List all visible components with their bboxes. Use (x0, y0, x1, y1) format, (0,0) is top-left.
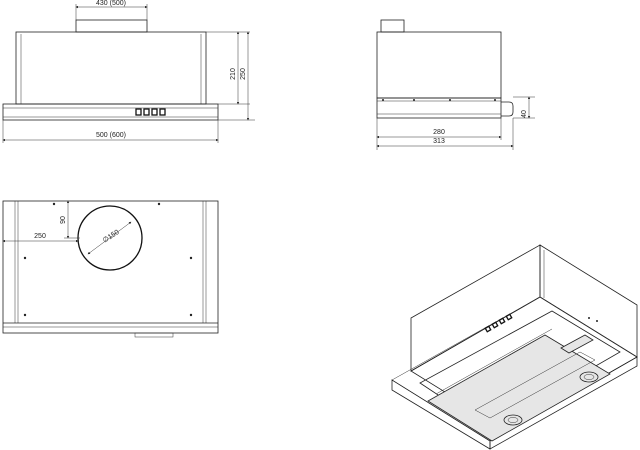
dim-horizontal-label: 250 (34, 233, 46, 240)
side-view: 40 280 313 (376, 19, 535, 150)
dim-side-width-1-label: 280 (433, 129, 445, 136)
front-view: 430 (500) 210 250 500 (600) (2, 0, 255, 143)
top-outline (2, 200, 219, 334)
side-handle (501, 101, 514, 117)
side-duct-stub (380, 19, 405, 33)
iso-view (391, 244, 638, 450)
top-view: ∅150 90 250 (2, 200, 219, 338)
dim-side-height-label: 40 (521, 110, 528, 118)
front-control-buttons (135, 108, 166, 116)
front-duct-stub (75, 19, 148, 33)
front-trim (2, 103, 219, 121)
dim-height-total-label: 250 (240, 68, 247, 80)
iso-light-right (579, 371, 599, 383)
front-body (15, 31, 207, 105)
dim-vertical-label: 90 (60, 216, 67, 224)
dim-top-label: 430 (500) (96, 0, 126, 7)
side-trim (376, 97, 502, 119)
top-view-button-strip (134, 332, 174, 338)
iso-light-left (503, 414, 523, 426)
side-body (376, 31, 502, 99)
iso-control-buttons (484, 313, 513, 333)
iso-filter (427, 334, 611, 442)
dim-bottom-label: 500 (600) (96, 132, 126, 139)
iso-display (560, 334, 594, 354)
dim-height-inner-label: 210 (230, 68, 237, 80)
dim-diameter-label: ∅150 (102, 229, 121, 245)
dim-side-width-2-label: 313 (433, 138, 445, 145)
